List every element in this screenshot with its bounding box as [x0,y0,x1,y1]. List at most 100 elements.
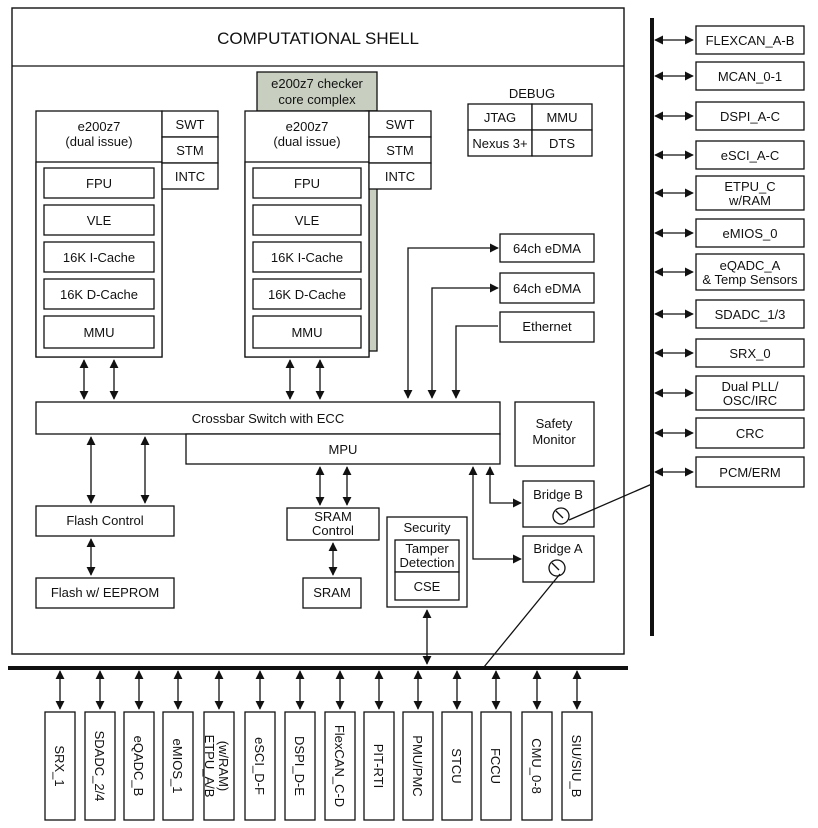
periph-eqadc-a-label: & Temp Sensors [702,272,798,287]
bridge-a-label: Bridge A [533,541,582,556]
core-1-dcache [43,278,155,310]
core-1-icache [43,241,155,273]
periph-dspi-a-c-box [695,101,805,131]
periph-pit-rti-box [363,711,395,821]
core-2-stm: STM [386,143,413,158]
cse-label: CSE [414,579,441,594]
periph-srx-0-label: SRX_0 [729,346,770,361]
periph-sdadc-2-4-label: SDADC_2/4 [92,731,107,802]
periph-etpu-a-b-box [203,711,235,821]
periph-crc-box [695,417,805,449]
core-2-fpu-label: FPU [294,176,320,191]
core-1-mmu-label: MMU [83,325,114,340]
periph-eqadc-b-box [123,711,155,821]
bridge-a: Bridge A [522,535,595,583]
periph-pcm-erm-box [695,456,805,488]
periph-sdadc-1-3-box [695,299,805,329]
periph-pit-rti-label: PIT-RTI [371,744,386,789]
periph-flexcan-c-d-box [324,711,356,821]
core-2-icache-label: 16K I-Cache [271,250,343,265]
checker-label-line1: e200z7 checker [271,76,363,91]
edma-1-label: 64ch eDMA [513,241,581,256]
periph-dspi-d-e-box [284,711,316,821]
tamper-line2: Detection [400,555,455,570]
core-2-dcache-label: 16K D-Cache [268,287,346,302]
shell-title: COMPUTATIONAL SHELL [217,29,419,48]
periph-flexcan-a-b-label: FLEXCAN_A-B [706,33,795,48]
core-1-subtitle: (dual issue) [65,134,132,149]
periph-etpu-a-b-label: (w/RAM) [216,741,231,792]
edma-2-label: 64ch eDMA [513,281,581,296]
periph-esci-d-f-box [244,711,276,821]
periph-esci-a-c-box [695,140,805,170]
periph-fccu-box [480,711,512,821]
debug-block: DEBUG JTAG MMU Nexus 3+ DTS [467,86,593,157]
periph-pcm-erm-label: PCM/ERM [719,465,780,480]
core-2-mmu-label: MMU [291,325,322,340]
periph-srx-0-box [695,338,805,368]
flash-eeprom-label: Flash w/ EEPROM [51,585,159,600]
periph-eqadc-a-label: eQADC_A [720,258,781,273]
periph-dual-pll-label: Dual PLL/ [721,379,778,394]
sram-control-line1: SRAM [314,509,352,524]
core-2-intc: INTC [385,169,415,184]
core-1-fpu-label: FPU [86,176,112,191]
bridge-b-label: Bridge B [533,487,583,502]
right-peripherals: FLEXCAN_A-BMCAN_0-1DSPI_A-CeSCI_A-CETPU_… [654,25,805,488]
periph-srx-1-label: SRX_1 [52,745,67,786]
periph-eqadc-b-label: eQADC_B [131,736,146,797]
core-1: e200z7 (dual issue) FPU VLE 16K I-Cache … [35,110,219,358]
periph-emios-1-box [162,711,194,821]
periph-crc-label: CRC [736,426,764,441]
core-1-intc: INTC [175,169,205,184]
flash-control: Flash Control [35,505,175,537]
core-2-title: e200z7 [286,119,329,134]
sram-control: SRAM Control [286,507,380,541]
core-1-icache-label: 16K I-Cache [63,250,135,265]
periph-pmu-pmc-label: PMU/PMC [410,735,425,796]
periph-flexcan-c-d-label: FlexCAN_C-D [332,725,347,807]
periph-eqadc-a-box [695,253,805,291]
core-1-vle [43,204,155,236]
periph-mcan-0-1-box [695,61,805,91]
periph-sdadc-2-4-box [84,711,116,821]
core-2-vle-label: VLE [295,213,320,228]
periph-emios-1-label: eMIOS_1 [170,739,185,794]
safety-monitor-line2: Monitor [532,432,576,447]
debug-title: DEBUG [509,86,555,101]
sram-label: SRAM [313,585,351,600]
flash-control-label: Flash Control [66,513,143,528]
periph-dual-pll-box [695,375,805,411]
periph-etpu-c-label: ETPU_C [724,179,775,194]
periph-srx-1-box [44,711,76,821]
debug-jtag: JTAG [484,110,516,125]
periph-esci-d-f-label: eSCI_D-F [252,737,267,795]
periph-stcu-box [441,711,473,821]
periph-cmu-0-8-box [521,711,553,821]
periph-mcan-0-1-label: MCAN_0-1 [718,69,782,84]
debug-dts: DTS [549,136,575,151]
core-1-title: e200z7 [78,119,121,134]
periph-pmu-pmc-box [402,711,434,821]
security-block: Security Tamper Detection CSE [386,516,468,608]
core-2: e200z7 (dual issue) FPU VLE 16K I-Cache … [244,110,432,358]
mpu-label: MPU [329,442,358,457]
periph-flexcan-a-b-box [695,25,805,55]
security-title: Security [404,520,451,535]
periph-dspi-a-c-label: DSPI_A-C [720,109,780,124]
debug-nexus: Nexus 3+ [472,136,527,151]
periph-cmu-0-8-label: CMU_0-8 [529,738,544,794]
dma-blocks: 64ch eDMA 64ch eDMA Ethernet [403,233,595,399]
safety-monitor: Safety Monitor [514,401,595,467]
crossbar-label: Crossbar Switch with ECC [192,411,344,426]
debug-mmu: MMU [546,110,577,125]
periph-etpu-c-label: w/RAM [728,193,771,208]
periph-etpu-a-b-label: ETPU_A/B [202,735,217,798]
periph-dspi-d-e-label: DSPI_D-E [292,736,307,796]
ethernet-label: Ethernet [522,319,572,334]
periph-emios-0-label: eMIOS_0 [723,226,778,241]
core-1-stm: STM [176,143,203,158]
periph-stcu-label: STCU [449,748,464,783]
sram-control-line2: Control [312,523,354,538]
